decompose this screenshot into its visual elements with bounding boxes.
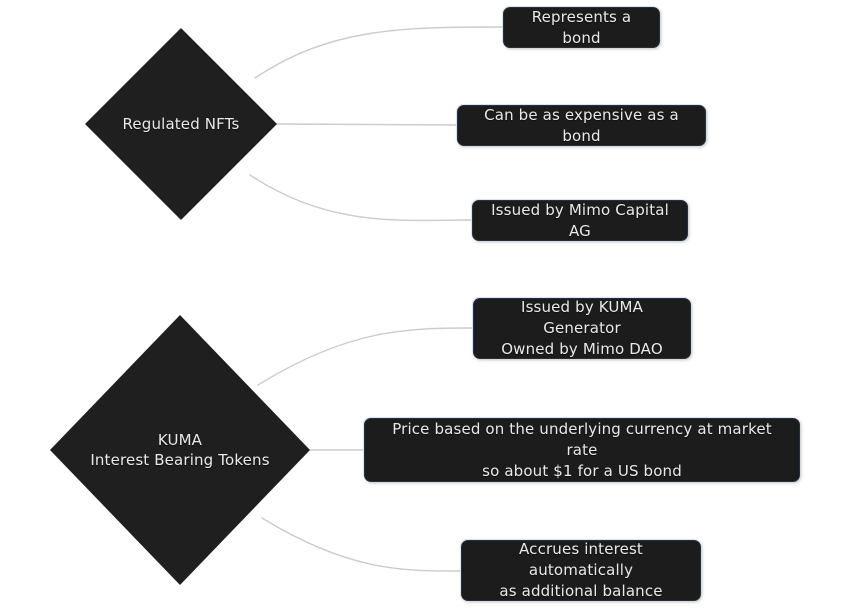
node-label-kuma-interest-bearing-tokens: KUMA Interest Bearing Tokens <box>90 430 270 469</box>
node-issued-by-kuma-generator[interactable]: Issued by KUMA Generator Owned by Mimo D… <box>473 298 691 359</box>
node-label-regulated-nfts: Regulated NFTs <box>122 114 240 133</box>
edge-regulated-nfts-to-represents-a-bond <box>254 26 504 79</box>
node-can-be-as-expensive-as-a-bond[interactable]: Can be as expensive as a bond <box>457 105 706 146</box>
node-price-based-on-underlying-currency[interactable]: Price based on the underlying currency a… <box>364 418 800 482</box>
edge-regulated-nfts-to-issued-by-mimo-capital <box>249 174 473 222</box>
node-label-price-based-on-underlying-currency: Price based on the underlying currency a… <box>392 419 772 480</box>
node-label-issued-by-kuma-generator: Issued by KUMA Generator Owned by Mimo D… <box>501 298 663 358</box>
node-label-can-be-as-expensive-as-a-bond: Can be as expensive as a bond <box>484 105 679 145</box>
diamond-shape-regulated-nfts <box>85 28 277 220</box>
node-accrues-interest-automatically[interactable]: Accrues interest automatically as additi… <box>461 540 701 601</box>
node-regulated-nfts[interactable]: Regulated NFTs <box>85 28 277 220</box>
node-label-accrues-interest-automatically: Accrues interest automatically as additi… <box>499 540 663 600</box>
node-issued-by-mimo-capital-ag[interactable]: Issued by Mimo Capital AG <box>472 200 688 241</box>
diamond-shape-kuma-interest-bearing-tokens <box>50 315 310 585</box>
edge-regulated-nfts-to-can-be-as-expensive <box>276 123 458 126</box>
node-kuma-interest-bearing-tokens[interactable]: KUMA Interest Bearing Tokens <box>50 315 310 585</box>
node-label-issued-by-mimo-capital-ag: Issued by Mimo Capital AG <box>491 200 669 240</box>
node-represents-a-bond[interactable]: Represents a bond <box>503 7 660 48</box>
node-label-represents-a-bond: Represents a bond <box>531 7 632 47</box>
